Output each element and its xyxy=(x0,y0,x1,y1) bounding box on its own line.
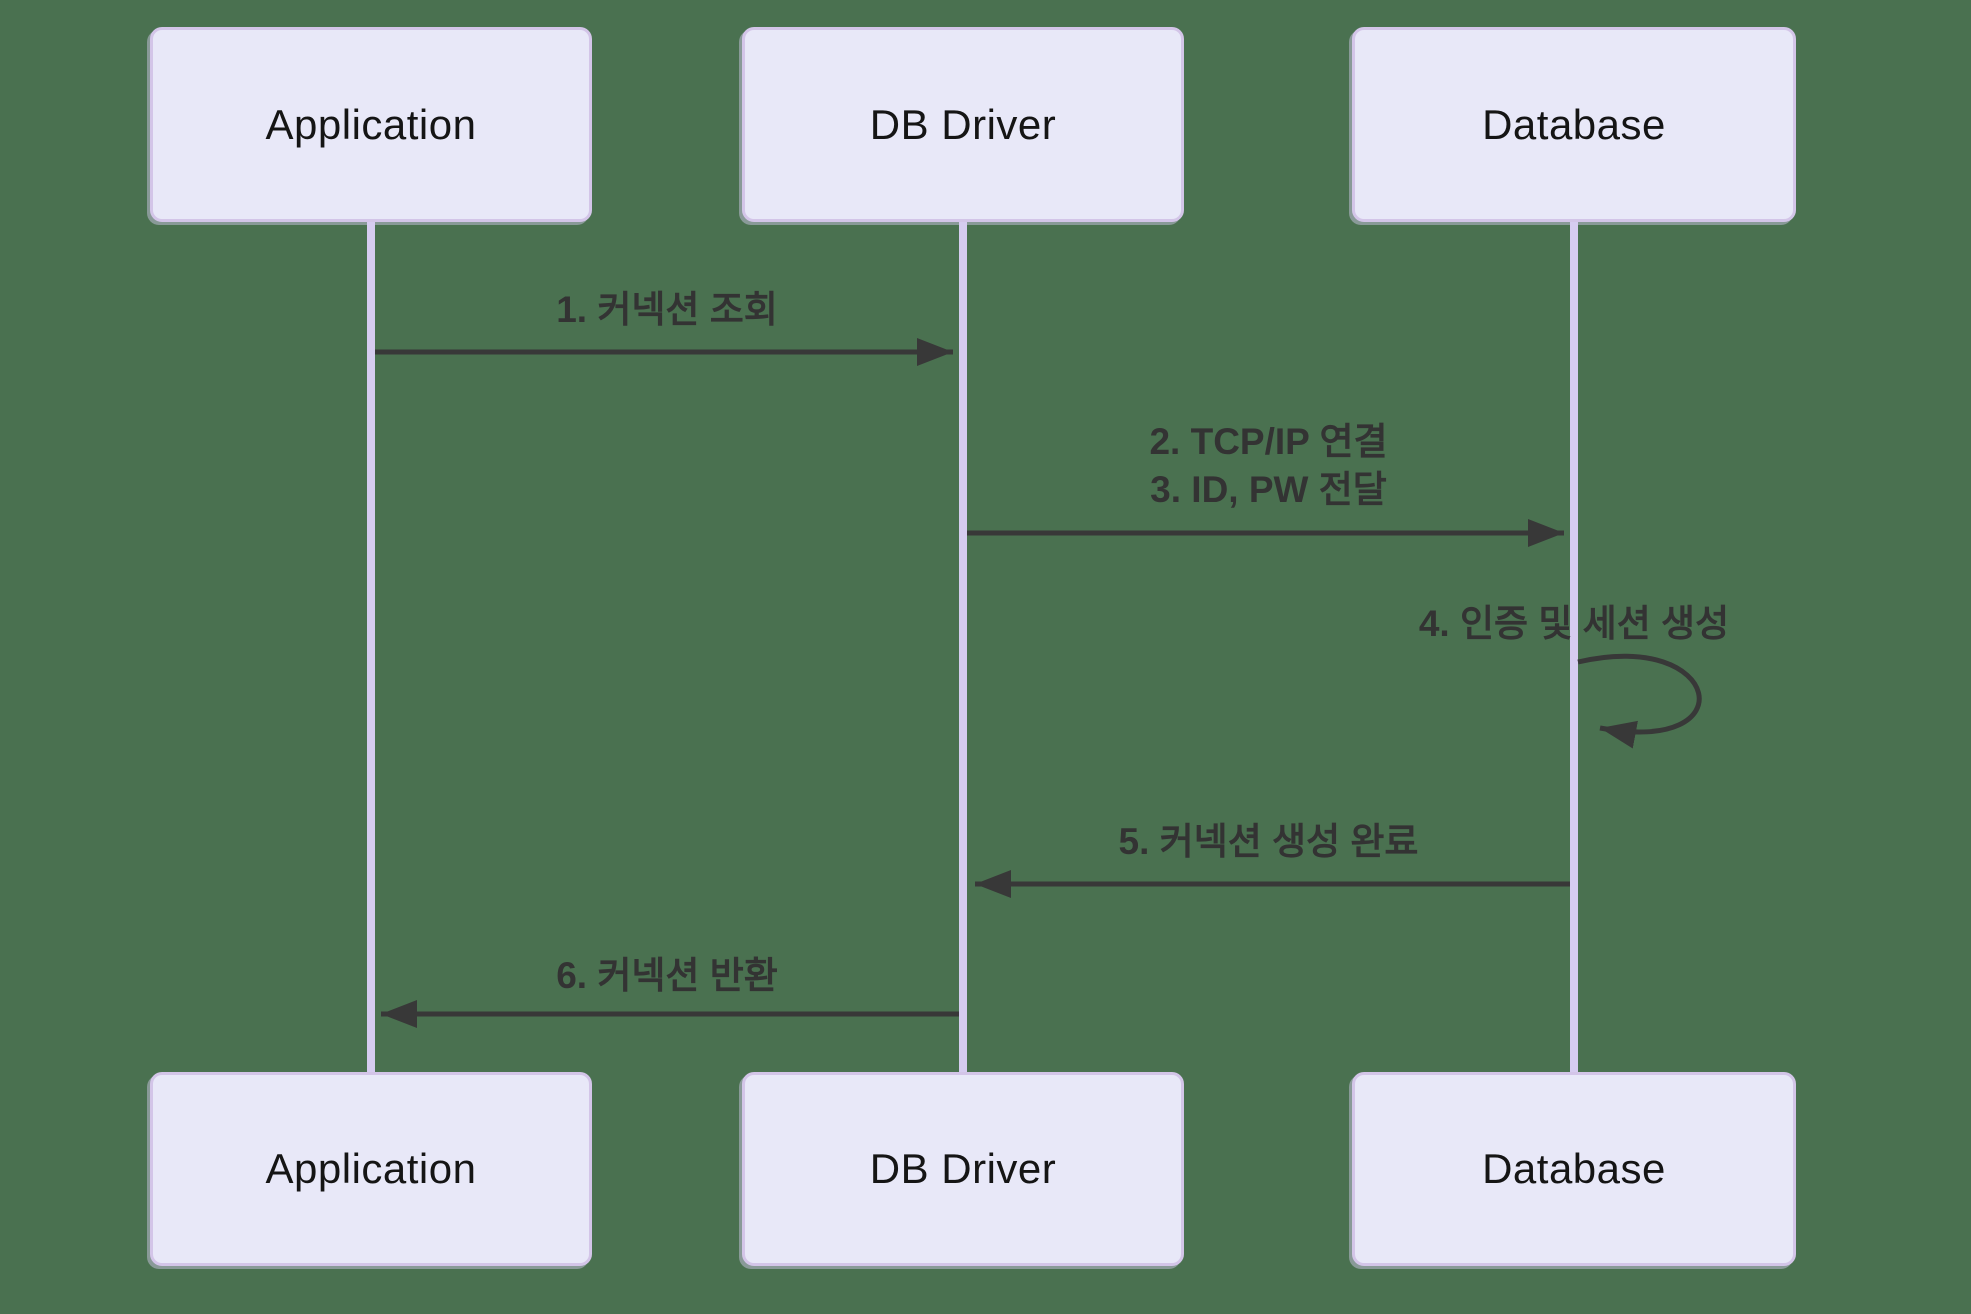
message-2-3-label: 2. TCP/IP 연결 3. ID, PW 전달 xyxy=(963,418,1574,514)
actor-label: DB Driver xyxy=(869,100,1057,148)
actor-label: DB Driver xyxy=(869,1145,1057,1192)
message-line: 4. 인증 및 세션 생성 xyxy=(1418,603,1730,644)
message-4-self-loop-arrow xyxy=(1577,653,1702,749)
actor-label: Application xyxy=(265,1145,477,1192)
actor-top-application: Application xyxy=(150,27,592,222)
lifeline-application xyxy=(367,220,375,1074)
actor-top-db-driver: DB Driver xyxy=(742,27,1184,222)
message-1-label: 1. 커넥션 조회 xyxy=(371,286,963,334)
message-line: 2. TCP/IP 연결 xyxy=(1149,421,1388,462)
message-line: 6. 커넥션 반환 xyxy=(556,955,778,996)
message-6-label: 6. 커넥션 반환 xyxy=(371,952,963,1000)
message-line: 1. 커넥션 조회 xyxy=(556,289,778,330)
actor-label: Application xyxy=(265,100,477,148)
actor-top-database: Database xyxy=(1352,27,1796,222)
message-5-label: 5. 커넥션 생성 완료 xyxy=(963,818,1574,866)
actor-bottom-database: Database xyxy=(1352,1072,1796,1266)
lifeline-database xyxy=(1570,220,1578,1074)
actor-label: Database xyxy=(1482,1145,1666,1192)
message-line: 5. 커넥션 생성 완료 xyxy=(1118,821,1419,862)
actor-bottom-application: Application xyxy=(150,1072,592,1266)
actor-bottom-db-driver: DB Driver xyxy=(742,1072,1184,1266)
actor-label: Database xyxy=(1482,100,1666,148)
message-4-label: 4. 인증 및 세션 생성 xyxy=(1274,600,1874,648)
lifeline-db-driver xyxy=(959,220,967,1074)
message-line: 3. ID, PW 전달 xyxy=(1150,469,1387,510)
